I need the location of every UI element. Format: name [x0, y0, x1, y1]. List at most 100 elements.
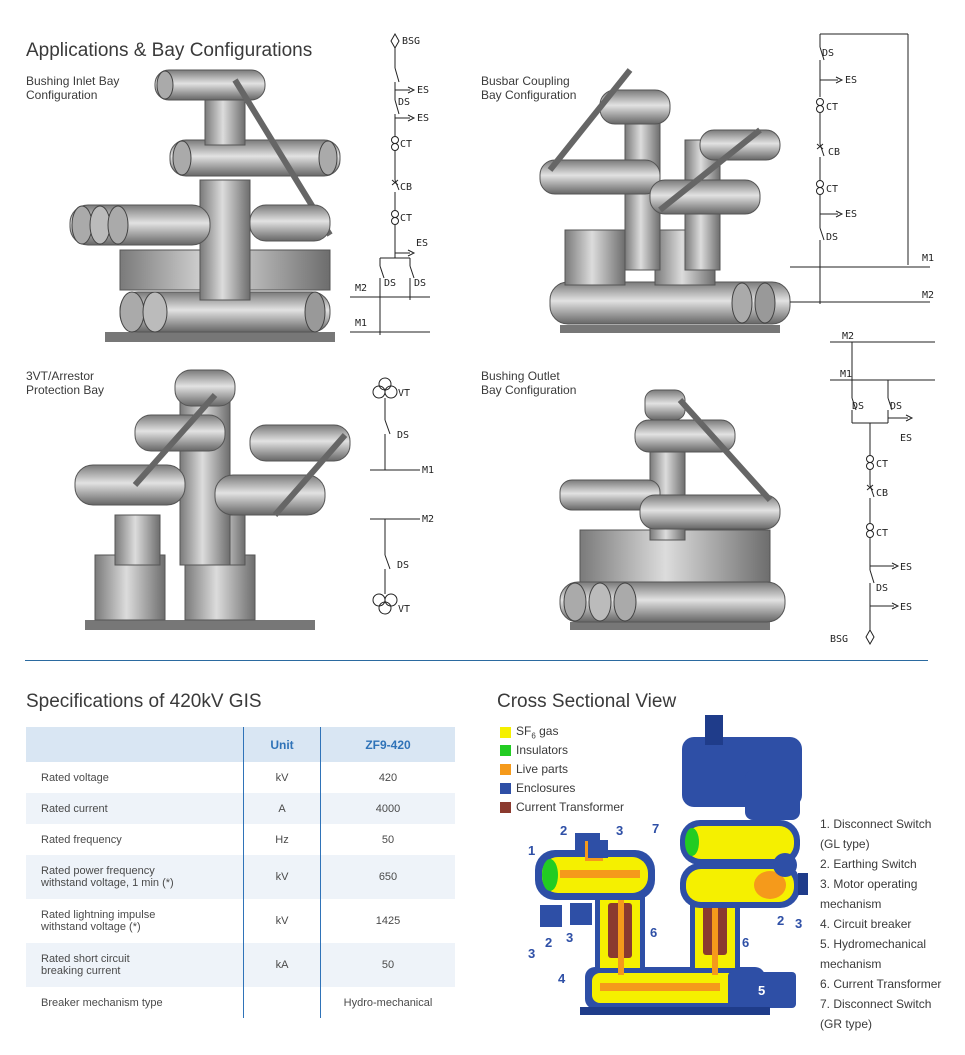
label-cb: CB [400, 182, 412, 193]
table-row: Rated lightning impulse withstand voltag… [26, 899, 455, 943]
label-m2: M2 [842, 331, 854, 342]
label-ds: DS [398, 97, 410, 108]
list-item: 7. Disconnect Switch (GR type) [820, 997, 932, 1031]
specs-header-unit: Unit [243, 727, 321, 762]
component-list: 1. Disconnect Switch (GL type) 2. Earthi… [820, 814, 960, 1034]
label-ds: DS [384, 278, 396, 289]
specs-header-row: Unit ZF9-420 [26, 727, 455, 762]
label-es: ES [845, 209, 857, 220]
spec-unit: kV [243, 762, 321, 793]
label-ds: DS [414, 278, 426, 289]
spec-name: Rated frequency [26, 824, 244, 855]
label-ds: DS [397, 560, 409, 571]
legend-label: Enclosures [516, 781, 576, 795]
label-ds: DS [890, 401, 902, 412]
legend-item-sf6: SF6 gas [500, 724, 558, 740]
spec-unit: kV [243, 855, 321, 899]
spec-name: Rated short circuit breaking current [26, 943, 244, 987]
label-ds: DS [876, 583, 888, 594]
label-ct: CT [400, 139, 412, 150]
legend-item-ct: Current Transformer [500, 800, 624, 814]
legend-item-insulators: Insulators [500, 743, 568, 757]
outlet-bay-illustration [559, 389, 786, 630]
legend-item-enclosures: Enclosures [500, 781, 575, 795]
label-m1: M1 [422, 465, 434, 476]
callout-6: 6 [742, 935, 749, 950]
spec-unit: kA [243, 943, 321, 987]
list-item: 5. Hydromechanical mechanism [820, 937, 927, 971]
label-vt: VT [398, 604, 410, 615]
legend-label: Current Transformer [516, 800, 625, 814]
callout-5: 5 [758, 983, 765, 998]
label-es: ES [900, 602, 912, 613]
label-es: ES [900, 433, 912, 444]
label-m1: M1 [922, 253, 934, 264]
spec-name: Rated current [26, 793, 244, 824]
spec-unit: A [243, 793, 321, 824]
table-row: Breaker mechanism type Hydro-mechanical [26, 987, 455, 1018]
label-ct: CT [876, 459, 888, 470]
table-row: Rated voltage kV 420 [26, 762, 455, 793]
cross-section-title: Cross Sectional View [497, 691, 677, 712]
label-m2: M2 [355, 283, 367, 294]
label-vt: VT [398, 388, 410, 399]
schematic-outlet: M2 M1 DS DS ES CT CB CT ES DS ES BSG [830, 331, 935, 646]
spec-value: 1425 [320, 899, 455, 943]
schematic-vt: VT DS M1 M2 DS VT [370, 377, 434, 615]
callout-7: 7 [652, 821, 659, 836]
caption-inlet-bay: Bushing Inlet Bay Configuration [26, 74, 120, 102]
label-ds: DS [826, 232, 838, 243]
legend-swatch [500, 782, 511, 794]
inlet-bay-illustration [69, 69, 341, 342]
caption-outlet-bay: Bushing Outlet Bay Configuration [481, 369, 577, 397]
label-bsg: BSG [402, 36, 420, 47]
spec-name: Rated voltage [26, 762, 244, 793]
section-divider [25, 660, 928, 661]
label-ds: DS [822, 48, 834, 59]
schematic-busbar: DS ES CT CB CT ES DS M1 M2 [790, 33, 934, 304]
table-row: Rated current A 4000 [26, 793, 455, 824]
label-m1: M1 [840, 369, 852, 380]
spec-unit: kV [243, 899, 321, 943]
label-es: ES [416, 238, 428, 249]
legend-swatch [500, 726, 511, 738]
caption-vt-bay: 3VT/Arrestor Protection Bay [26, 369, 105, 397]
table-row: Rated short circuit breaking current kA … [26, 943, 455, 987]
spec-value: 650 [320, 855, 455, 899]
legend-swatch [500, 744, 511, 756]
spec-value: 50 [320, 824, 455, 855]
table-row: Rated frequency Hz 50 [26, 824, 455, 855]
list-item: 6. Current Transformer [820, 977, 942, 991]
label-cb: CB [876, 488, 888, 499]
label-ct: CT [400, 213, 412, 224]
specs-title: Specifications of 420kV GIS [26, 691, 262, 712]
specs-header-model: ZF9-420 [320, 727, 455, 762]
label-bsg: BSG [830, 634, 848, 645]
list-item: 3. Motor operating mechanism [820, 877, 918, 911]
label-ct: CT [826, 102, 838, 113]
spec-name: Rated power frequency withstand voltage,… [26, 855, 244, 899]
specs-table: Unit ZF9-420 Rated voltage kV 420 Rated … [26, 727, 455, 1018]
label-es: ES [417, 85, 429, 96]
list-item: 1. Disconnect Switch (GL type) [820, 817, 932, 851]
label-ct: CT [826, 184, 838, 195]
label-es: ES [900, 562, 912, 573]
table-row: Rated power frequency withstand voltage,… [26, 855, 455, 899]
callout-3: 3 [566, 930, 573, 945]
legend-item-live-parts: Live parts [500, 762, 568, 776]
label-m2: M2 [422, 514, 434, 525]
spec-value: 4000 [320, 793, 455, 824]
list-item: 4. Circuit breaker [820, 917, 912, 931]
label-ds: DS [852, 401, 864, 412]
legend-label: SF6 gas [516, 724, 559, 741]
busbar-bay-illustration [539, 68, 791, 333]
cross-section-diagram: 1 2 3 2 3 3 4 6 6 7 2 3 5 [528, 715, 808, 1015]
callout-3: 3 [528, 946, 535, 961]
label-ds: DS [397, 430, 409, 441]
spec-name: Breaker mechanism type [26, 987, 244, 1018]
label-es: ES [845, 75, 857, 86]
callout-2: 2 [777, 913, 784, 928]
callout-4: 4 [558, 971, 566, 986]
specs-header-blank [26, 727, 244, 762]
spec-name: Rated lightning impulse withstand voltag… [26, 899, 244, 943]
